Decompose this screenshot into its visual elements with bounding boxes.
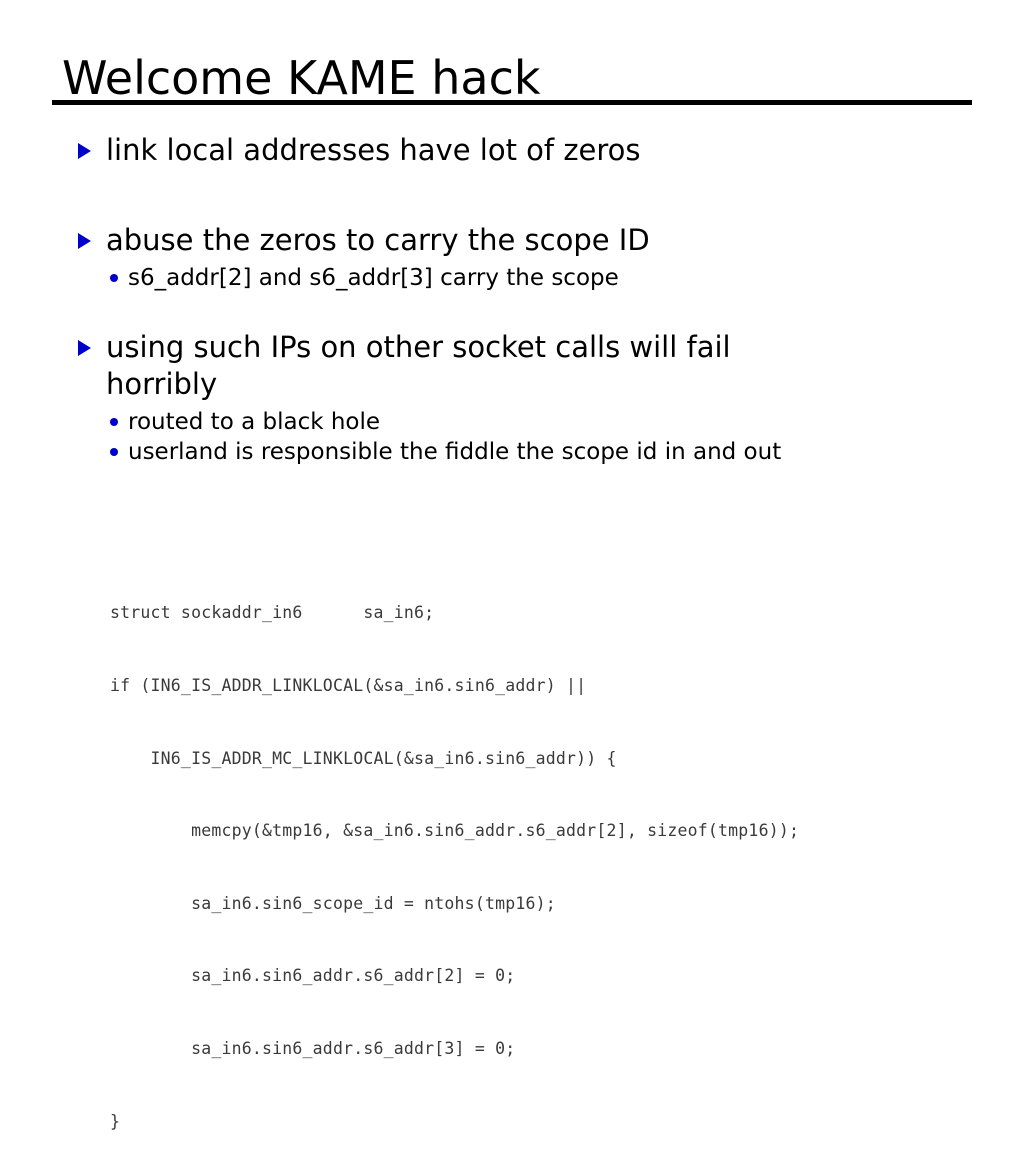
code-line: if (IN6_IS_ADDR_LINKLOCAL(&sa_in6.sin6_a… bbox=[110, 676, 587, 696]
code-line: } bbox=[110, 1111, 121, 1131]
dot-bullet-icon bbox=[110, 448, 118, 456]
bullet-item: link local addresses have lot of zeros bbox=[0, 132, 1024, 169]
code-block: struct sockaddr_in6 sa_in6; if (IN6_IS_A… bbox=[110, 553, 799, 1158]
code-line: memcpy(&tmp16, &sa_in6.sin6_addr.s6_addr… bbox=[110, 821, 800, 841]
sub-bullet-label: s6_addr[2] and s6_addr[3] carry the scop… bbox=[128, 265, 619, 291]
sub-bullet-item: s6_addr[2] and s6_addr[3] carry the scop… bbox=[0, 263, 1024, 293]
code-line: sa_in6.sin6_scope_id = ntohs(tmp16); bbox=[110, 893, 556, 913]
bullet-item: abuse the zeros to carry the scope ID bbox=[0, 222, 1024, 259]
spacer bbox=[0, 293, 1024, 329]
triangle-bullet-icon bbox=[78, 340, 91, 356]
bullet-group-2: abuse the zeros to carry the scope ID s6… bbox=[0, 222, 1024, 293]
bullet-group-3: using such IPs on other socket calls wil… bbox=[0, 329, 1024, 467]
bullet-label: using such IPs on other socket calls wil… bbox=[106, 330, 731, 401]
code-line: IN6_IS_ADDR_MC_LINKLOCAL(&sa_in6.sin6_ad… bbox=[110, 748, 617, 768]
triangle-bullet-icon bbox=[78, 143, 91, 159]
code-line: sa_in6.sin6_addr.s6_addr[2] = 0; bbox=[110, 966, 516, 986]
sub-bullet-label: routed to a black hole bbox=[128, 409, 381, 435]
sub-bullet-label: userland is responsible the fiddle the s… bbox=[128, 439, 782, 465]
dot-bullet-icon bbox=[110, 274, 118, 282]
sub-bullet-item: userland is responsible the fiddle the s… bbox=[0, 437, 1024, 467]
spacer bbox=[0, 169, 1024, 222]
dot-bullet-icon bbox=[110, 418, 118, 426]
bullet-group-1: link local addresses have lot of zeros bbox=[0, 132, 1024, 169]
title-underline-rule bbox=[52, 100, 972, 105]
triangle-bullet-icon bbox=[78, 233, 91, 249]
sub-bullet-item: routed to a black hole bbox=[0, 407, 1024, 437]
slide-title: Welcome KAME hack bbox=[62, 51, 541, 105]
slide-body: link local addresses have lot of zeros a… bbox=[0, 132, 1024, 467]
bullet-label: abuse the zeros to carry the scope ID bbox=[106, 223, 650, 257]
code-line: struct sockaddr_in6 sa_in6; bbox=[110, 603, 435, 623]
bullet-label: link local addresses have lot of zeros bbox=[106, 133, 641, 167]
code-line: sa_in6.sin6_addr.s6_addr[3] = 0; bbox=[110, 1039, 516, 1059]
bullet-item: using such IPs on other socket calls wil… bbox=[0, 329, 1024, 403]
